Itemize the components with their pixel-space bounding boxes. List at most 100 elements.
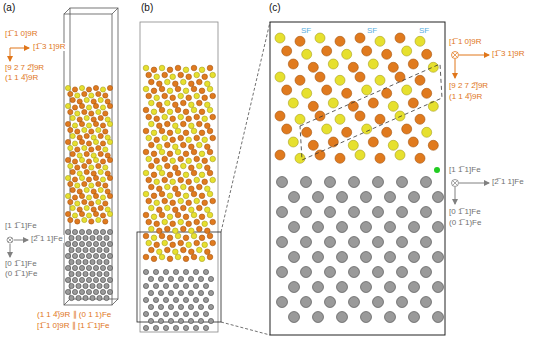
atom	[65, 85, 70, 90]
atom	[210, 114, 216, 120]
atom	[183, 214, 189, 220]
atom	[385, 222, 396, 233]
atom	[335, 153, 345, 163]
atom	[143, 233, 149, 239]
atom	[282, 85, 292, 95]
atom	[151, 214, 157, 220]
atom	[361, 222, 372, 233]
atom	[107, 193, 112, 198]
atom	[86, 289, 91, 294]
atom	[275, 72, 285, 82]
atom	[96, 181, 101, 186]
atom	[107, 85, 112, 90]
direction-label: [2̅ 1 1]Fe	[491, 178, 525, 186]
atom	[205, 207, 211, 213]
atom	[70, 205, 75, 210]
atom	[203, 311, 208, 316]
atom	[197, 247, 203, 253]
atom	[68, 217, 73, 222]
atom	[84, 169, 89, 174]
atom	[69, 235, 74, 240]
atom	[181, 205, 187, 211]
atom	[205, 165, 211, 171]
fault-label: SF	[418, 27, 430, 35]
atom	[349, 267, 360, 278]
atom	[170, 200, 176, 206]
atom	[302, 127, 312, 137]
atom	[194, 219, 200, 225]
atom	[76, 295, 81, 300]
atom	[433, 252, 444, 263]
atom	[154, 158, 160, 164]
atom	[328, 137, 338, 147]
atom	[68, 163, 73, 168]
atom	[178, 177, 184, 183]
atom	[72, 123, 77, 128]
atom	[197, 79, 203, 85]
atom	[159, 149, 165, 155]
atom	[170, 74, 176, 80]
atom	[68, 91, 73, 96]
atom	[162, 114, 168, 120]
atom	[148, 290, 153, 295]
atom	[205, 81, 211, 87]
atom	[197, 226, 203, 232]
atom	[159, 254, 165, 260]
supercell-box	[140, 22, 218, 332]
atom	[65, 241, 70, 246]
axis-into	[8, 238, 12, 242]
atom	[202, 200, 208, 206]
atom	[98, 133, 103, 138]
panel-label: (b)	[140, 3, 154, 13]
atom	[165, 79, 171, 85]
atom	[89, 129, 94, 134]
atom	[143, 65, 149, 71]
atom	[162, 72, 168, 78]
atom	[397, 207, 408, 218]
atom	[89, 165, 94, 170]
atom	[409, 222, 420, 233]
atom	[93, 85, 98, 90]
atom	[295, 153, 305, 163]
atom	[173, 123, 179, 129]
atom	[159, 233, 165, 239]
atom	[328, 98, 338, 108]
atom	[157, 123, 163, 129]
atom	[86, 159, 91, 164]
atom	[162, 240, 168, 246]
atom	[146, 240, 152, 246]
atom	[107, 157, 112, 162]
atom	[84, 151, 89, 156]
atom	[275, 111, 285, 121]
atom	[70, 97, 75, 102]
atom	[355, 111, 365, 121]
atom	[210, 156, 216, 162]
atom	[151, 88, 157, 94]
atom	[302, 49, 312, 59]
atom	[90, 247, 95, 252]
atom	[421, 207, 432, 218]
atom	[154, 74, 160, 80]
atom	[93, 229, 98, 234]
atom	[194, 135, 200, 141]
atom	[362, 85, 372, 95]
atom	[301, 237, 312, 248]
atom	[165, 205, 171, 211]
atom	[181, 121, 187, 127]
atom	[315, 111, 325, 121]
atom	[186, 200, 192, 206]
atom	[93, 157, 98, 162]
atom	[168, 276, 173, 281]
atom	[382, 49, 392, 59]
atom	[191, 86, 197, 92]
atom	[199, 130, 205, 136]
atom	[167, 214, 173, 220]
atom	[289, 252, 300, 263]
atom	[154, 221, 160, 227]
atom	[154, 179, 160, 185]
atom	[167, 235, 173, 241]
atom	[409, 312, 420, 323]
atom	[79, 193, 84, 198]
atom	[97, 271, 102, 276]
unit-cell-outline	[300, 64, 442, 160]
